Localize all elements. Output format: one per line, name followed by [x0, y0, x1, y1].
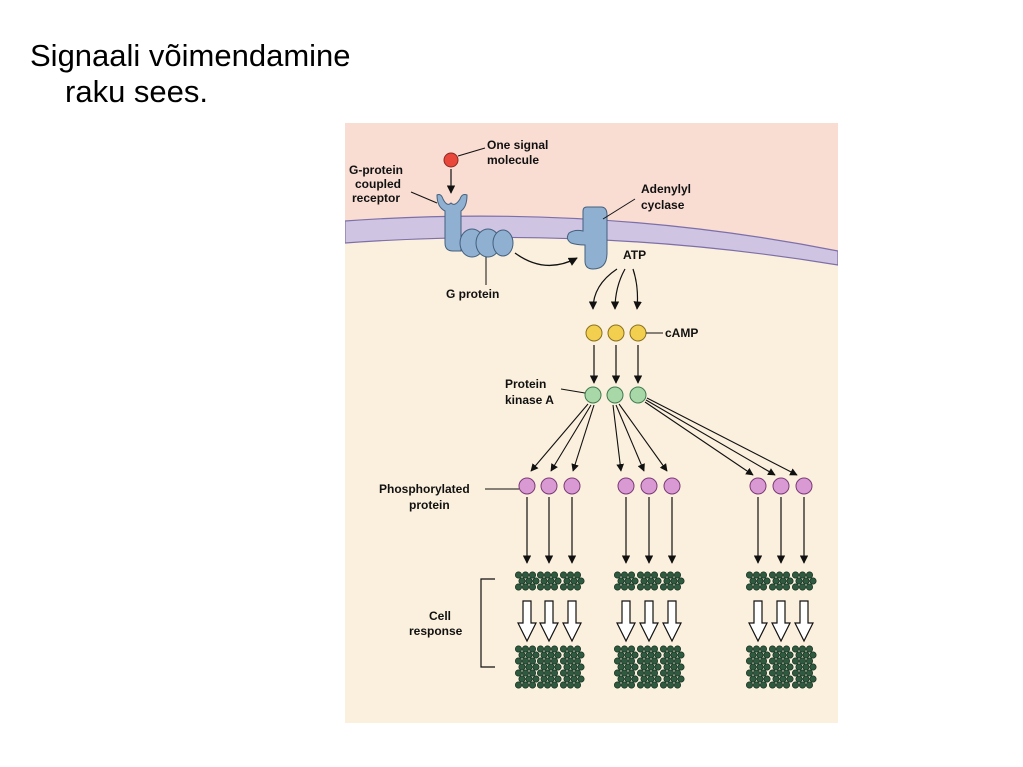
- receptor-icon: [436, 194, 468, 252]
- protein-kinase-a-molecules: [584, 386, 647, 404]
- cell-response-arrow: [517, 600, 537, 643]
- adenylyl-cyclase-icon: [566, 206, 608, 270]
- signal-label-2: molecule: [487, 153, 539, 167]
- cell-label-2: response: [409, 624, 463, 638]
- extracellular-region: [345, 123, 838, 251]
- phos-label-2: protein: [409, 498, 450, 512]
- gpcr-label-3: receptor: [352, 191, 400, 205]
- adenylyl-label-2: cyclase: [641, 198, 685, 212]
- phosphorylated-proteins: [518, 477, 813, 495]
- camp-label: cAMP: [665, 326, 698, 340]
- gprotein-label: G protein: [446, 287, 499, 301]
- cell-label-1: Cell: [429, 609, 451, 623]
- title-line-1: Signaali võimendamine: [30, 38, 351, 73]
- adenylyl-label-1: Adenylyl: [641, 182, 691, 196]
- cell-response-arrow: [662, 600, 682, 643]
- title-line-2: raku sees.: [65, 74, 209, 109]
- phos-to-response-arrows: [522, 497, 809, 564]
- pka-label-2: kinase A: [505, 393, 554, 407]
- cell-response-arrow: [616, 600, 636, 643]
- cell-response-arrow: [794, 600, 814, 643]
- signal-molecule-icon: [443, 152, 459, 168]
- atp-label: ATP: [623, 248, 646, 262]
- gpcr-label-2: coupled: [355, 177, 401, 191]
- phos-label-1: Phosphorylated: [379, 482, 470, 496]
- cell-response-clusters: [515, 571, 817, 689]
- cell-response-bracket: [480, 578, 495, 668]
- pka-label-1: Protein: [505, 377, 546, 391]
- cell-response-arrow: [562, 600, 582, 643]
- cell-response-arrow: [748, 600, 768, 643]
- gpcr-label-1: G-protein: [349, 163, 403, 177]
- cell-response-arrow: [771, 600, 791, 643]
- cell-response-arrow: [539, 600, 559, 643]
- signal-label-1: One signal: [487, 138, 548, 152]
- g-protein-icon: [459, 228, 514, 258]
- cell-response-arrow: [639, 600, 659, 643]
- signal-amplification-diagram: One signal molecule G-protein coupled re…: [345, 123, 838, 723]
- camp-molecules: [585, 324, 647, 342]
- slide-title: Signaali võimendamine raku sees.: [30, 38, 351, 110]
